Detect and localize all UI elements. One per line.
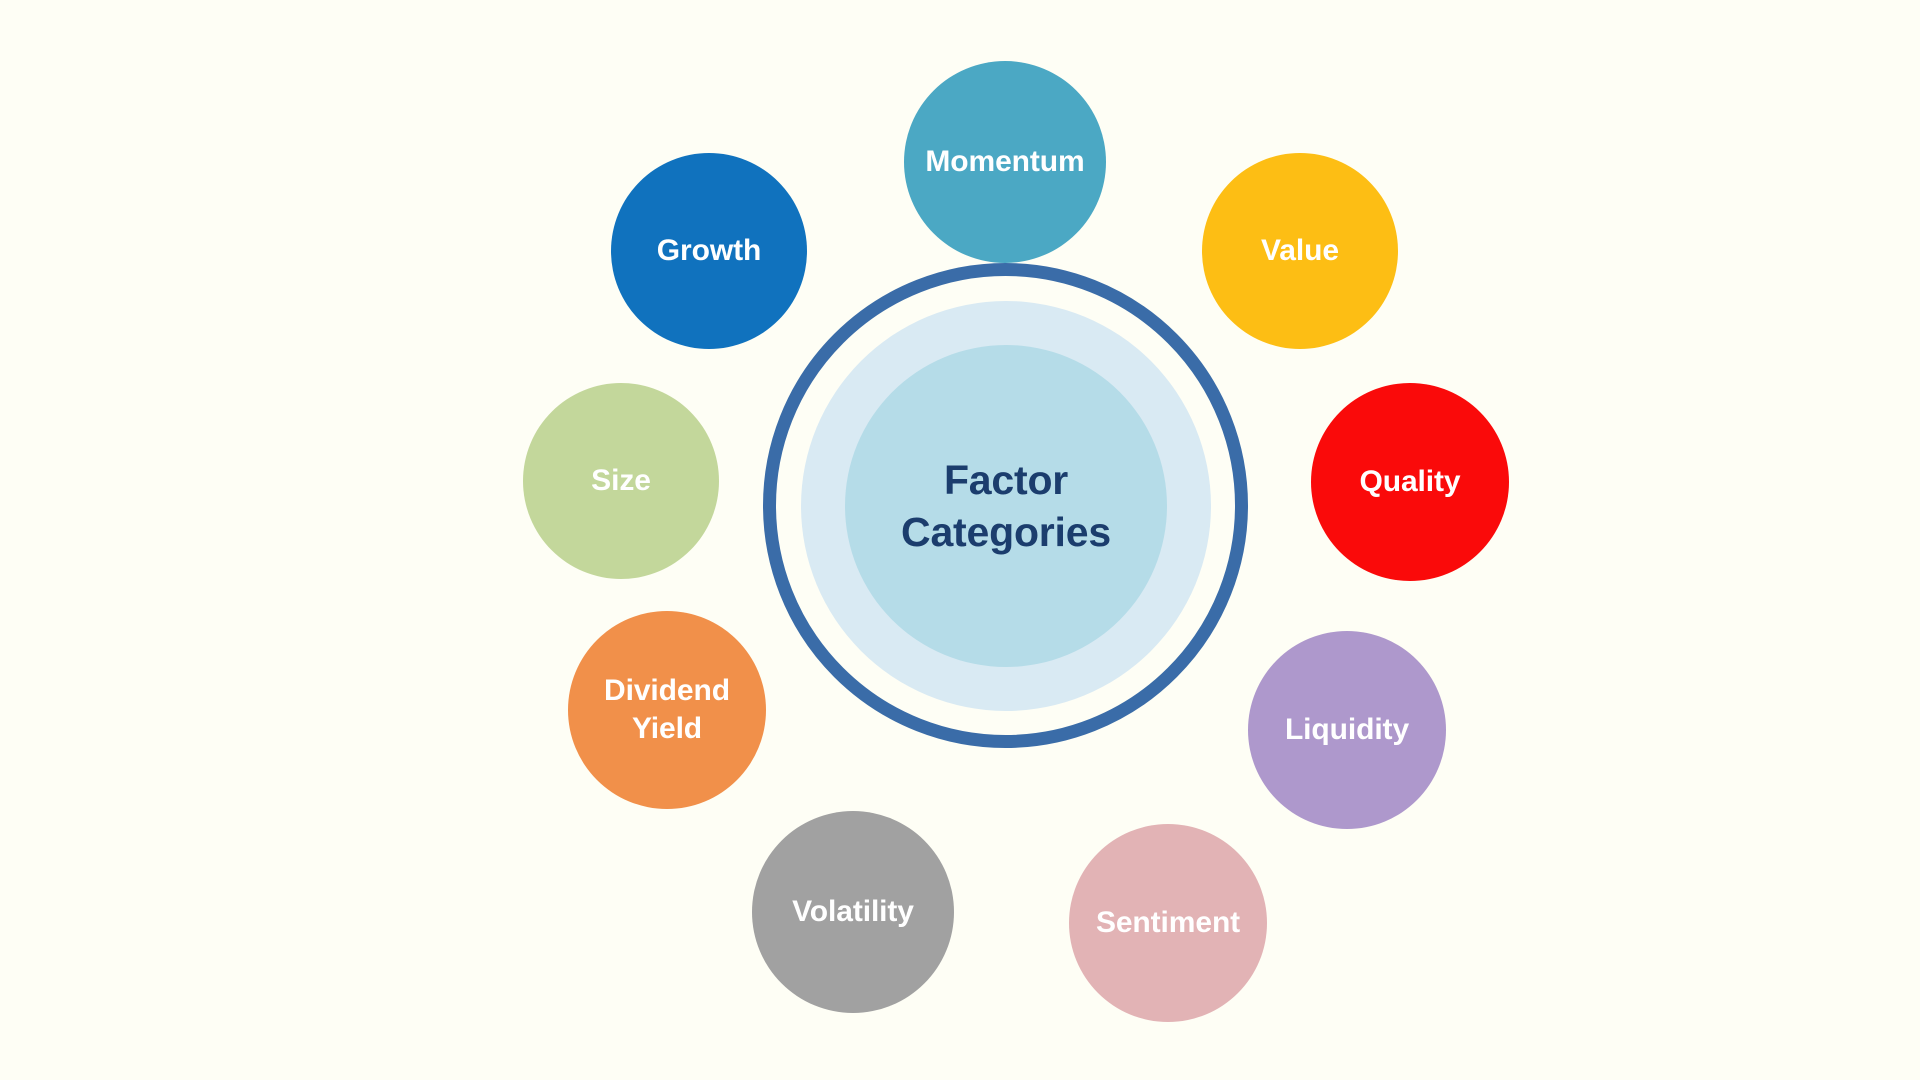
hub-outer-ring [763, 263, 1248, 748]
factor-bubble-label: Size [591, 464, 651, 498]
factor-bubble-value[interactable]: Value [1202, 153, 1398, 349]
factor-bubble-volatility[interactable]: Volatility [752, 811, 954, 1013]
factor-bubble-momentum[interactable]: Momentum [904, 61, 1106, 263]
hub-core-disc [845, 345, 1167, 667]
factor-bubble-sentiment[interactable]: Sentiment [1069, 824, 1267, 1022]
factor-bubble-label: Growth [656, 234, 762, 268]
factor-bubble-label: Quality [1359, 465, 1461, 499]
factor-bubble-label: Liquidity [1284, 713, 1410, 747]
hub-middle-disc [801, 301, 1211, 711]
factor-bubble-liquidity[interactable]: Liquidity [1248, 631, 1446, 829]
hub-title: Factor Categories [845, 345, 1167, 667]
factor-bubble-growth[interactable]: Growth [611, 153, 807, 349]
factor-bubble-label: Value [1261, 234, 1339, 268]
factor-bubble-label: Momentum [925, 145, 1085, 179]
factor-bubble-quality[interactable]: Quality [1311, 383, 1509, 581]
factor-bubble-dividend-yield[interactable]: Dividend Yield [568, 611, 766, 809]
hub-title-line-2: Categories [901, 509, 1111, 555]
factor-bubble-label: Sentiment [1095, 906, 1241, 940]
factor-bubble-label: Volatility [792, 895, 914, 929]
hub-title-line-1: Factor [943, 456, 1069, 503]
factor-bubble-label: Dividend Yield [604, 674, 730, 745]
factor-bubble-size[interactable]: Size [523, 383, 719, 579]
